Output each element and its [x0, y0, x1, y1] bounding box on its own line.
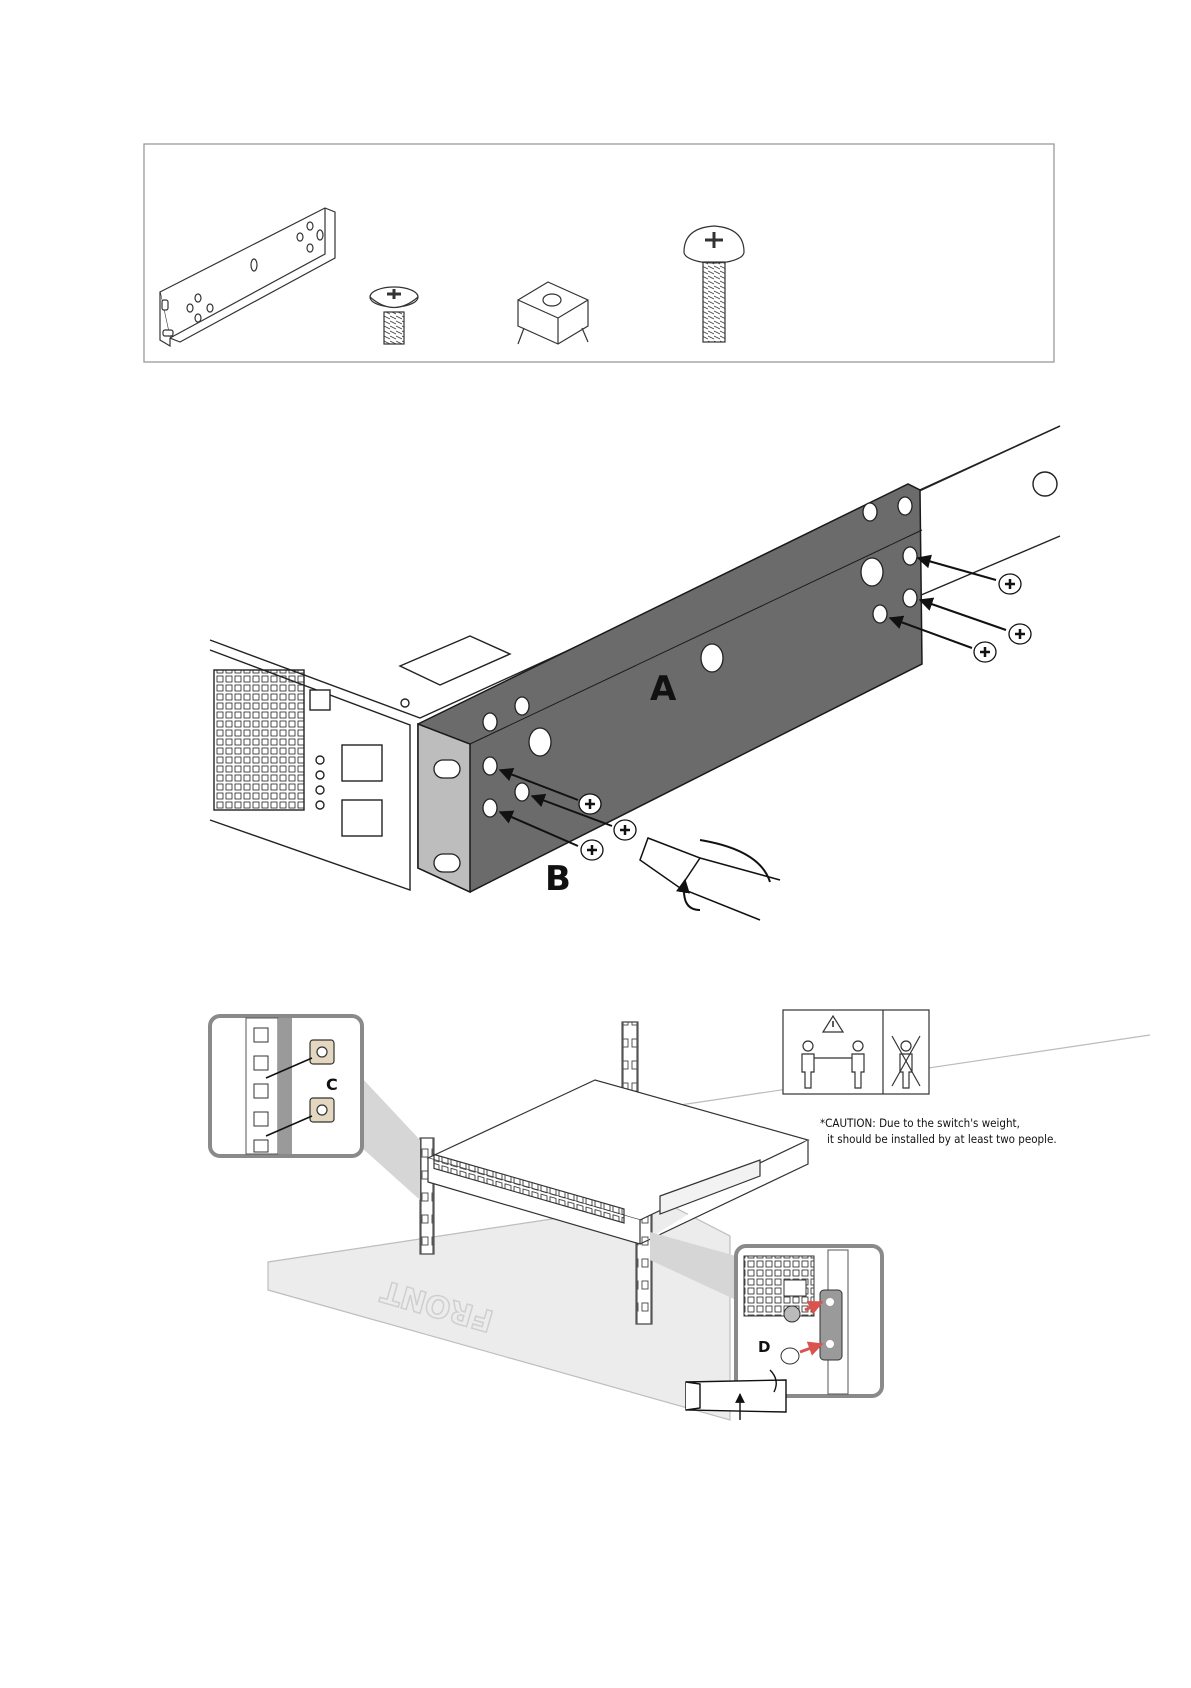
label-b: B — [545, 859, 571, 899]
screw-icon — [579, 794, 601, 814]
screw-icon — [1009, 624, 1031, 644]
bracket-attachment-step: A B — [210, 426, 1060, 920]
label-a: A — [650, 669, 677, 709]
screw-icon — [974, 642, 996, 662]
screwdriver-icon — [640, 838, 780, 920]
screw-icon — [781, 1348, 799, 1364]
screw-icon — [581, 840, 603, 860]
caution-line-1: *CAUTION: Due to the switch's weight, — [820, 1115, 1080, 1131]
cage-nut-callout: C — [210, 1016, 420, 1200]
label-c: C — [326, 1075, 338, 1094]
switch-in-rack — [428, 1080, 808, 1244]
rack-installation-step: FRONT — [210, 1010, 1150, 1420]
two-person-lift-warning — [783, 1010, 929, 1094]
screw-icon — [614, 820, 636, 840]
label-d: D — [758, 1338, 770, 1356]
caution-note: *CAUTION: Due to the switch's weight, it… — [820, 1115, 1080, 1147]
caution-line-2: it should be installed by at least two p… — [820, 1131, 1080, 1147]
kit-contents-panel — [144, 144, 1054, 362]
screw-icon — [999, 574, 1021, 594]
